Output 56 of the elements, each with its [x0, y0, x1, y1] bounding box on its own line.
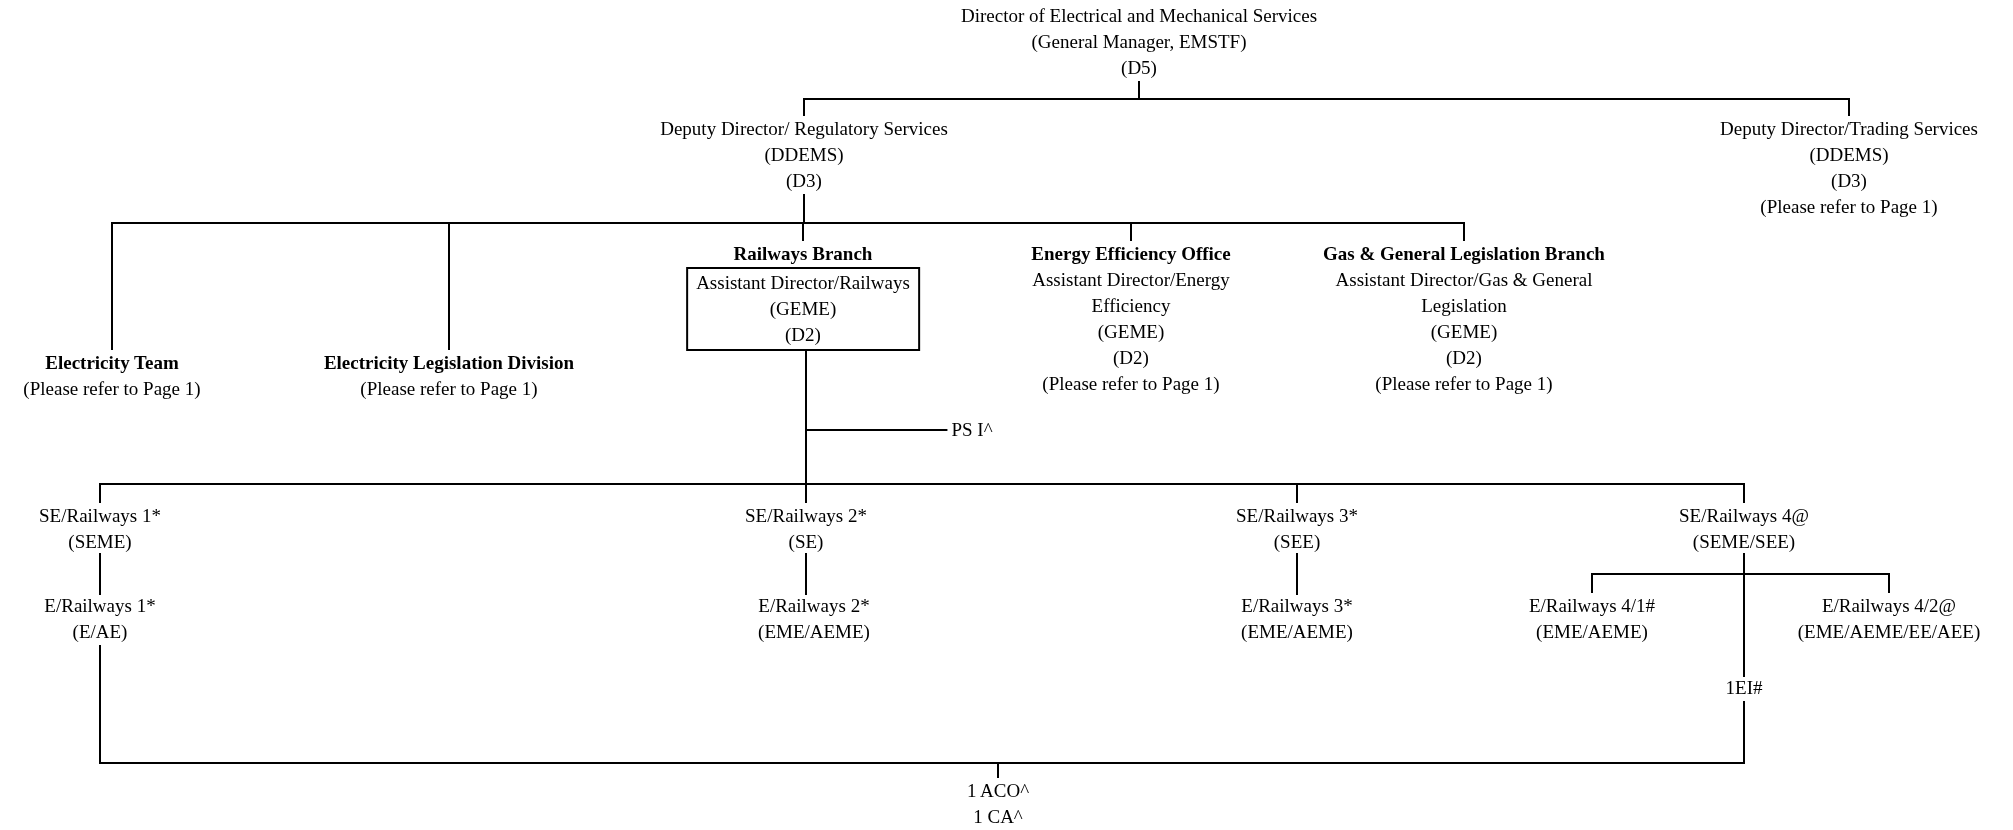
position-title: SE/Railways 1* — [39, 504, 161, 528]
position-detail: (SE) — [787, 530, 825, 554]
unit-title: Electricity Team — [44, 351, 180, 375]
position-detail: 1 CA^ — [972, 805, 1024, 829]
position-detail: (D3) — [785, 169, 823, 193]
position-detail: (EME/AEME) — [1241, 620, 1353, 644]
position-detail: (D2) — [1112, 346, 1150, 370]
position-detail: (DDEMS) — [763, 143, 845, 167]
connector-line — [99, 552, 101, 596]
position-detail: (Please refer to Page 1) — [23, 377, 201, 401]
note-text: (Please refer to Page 1) — [1041, 372, 1221, 396]
position-detail: (GEME) — [1096, 320, 1166, 344]
position-title: E/Railways 1* — [44, 594, 156, 618]
connector-line — [997, 700, 1745, 779]
position-detail: (SEME) — [67, 530, 133, 554]
position-title: SE/Railways 2* — [745, 504, 867, 528]
connector-line — [803, 193, 1465, 242]
position-box: Assistant Director/Railways (GEME) (D2) — [686, 267, 920, 351]
position-title: E/Railways 4/2@ — [1820, 594, 1958, 618]
position-detail: (E/AE) — [71, 620, 129, 644]
position-detail: (General Manager, EMSTF) — [1030, 30, 1248, 54]
position-detail: (GEME) — [1429, 320, 1499, 344]
position-detail: (EME/AEME) — [758, 620, 870, 644]
branch-heading: Railways Branch — [732, 242, 874, 266]
post-title: PS I^ — [951, 418, 993, 442]
position-detail: (D5) — [1120, 56, 1158, 80]
position-detail: Assistant Director/Energy Efficiency — [1031, 268, 1231, 318]
position-detail: (Please refer to Page 1) — [359, 377, 539, 401]
position-detail: (D2) — [1445, 346, 1483, 370]
post-title: 1 ACO^ — [966, 779, 1030, 803]
position-title: Deputy Director/Trading Services — [1720, 117, 1978, 141]
connector-line — [1296, 552, 1298, 596]
unit-title: Gas & General Legislation Branch — [1322, 242, 1606, 266]
position-title: SE/Railways 3* — [1236, 504, 1358, 528]
unit-title: Electricity Legislation Division — [323, 351, 575, 375]
connector-line — [805, 552, 807, 596]
note-text: (Please refer to Page 1) — [1759, 195, 1939, 219]
position-detail: (EME/AEME/EE/AEE) — [1797, 620, 1981, 644]
position-title: Director of Electrical and Mechanical Services — [960, 4, 1318, 28]
position-title: E/Railways 4/1# — [1528, 594, 1656, 618]
connector-line — [1138, 80, 1850, 117]
position-title: SE/Railways 4@ — [1679, 504, 1809, 528]
position-detail: (D3) — [1830, 169, 1868, 193]
unit-title: Energy Efficiency Office — [1030, 242, 1232, 266]
post-title: 1EI# — [1725, 676, 1763, 700]
position-detail: (SEE) — [1272, 530, 1322, 554]
position-title: Deputy Director/ Regulatory Services — [660, 117, 948, 141]
position-detail: (DDEMS) — [1808, 143, 1890, 167]
position-detail: (SEME/SEE) — [1691, 530, 1797, 554]
position-detail: (EME/AEME) — [1535, 620, 1649, 644]
note-text: (Please refer to Page 1) — [1374, 372, 1554, 396]
connector-line — [805, 350, 1745, 504]
position-detail: Assistant Director/Gas & General Legislation — [1334, 268, 1594, 318]
position-title: E/Railways 2* — [758, 594, 870, 618]
connector-line — [1743, 552, 1745, 678]
position-title: E/Railways 3* — [1241, 594, 1353, 618]
